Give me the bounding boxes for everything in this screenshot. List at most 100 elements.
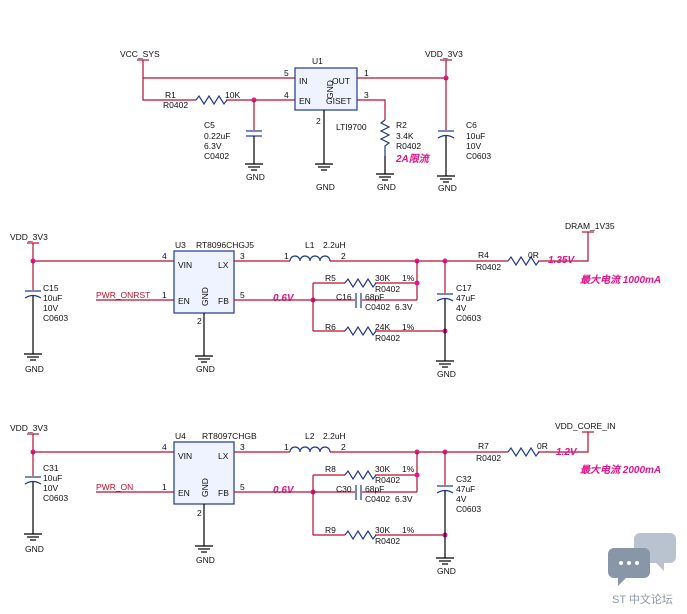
r2-ref: R2: [396, 120, 407, 130]
u4-pin-fb: FB: [218, 488, 229, 498]
u1-pin-en: EN: [299, 96, 311, 106]
inductor-l2: [289, 446, 331, 453]
junction-r5-mid: [414, 280, 420, 286]
chat-dot-2: [627, 561, 631, 565]
u4-pin-vin: VIN: [178, 451, 192, 461]
chat-dot-3: [635, 561, 639, 565]
u3-ref: U3: [175, 240, 186, 250]
fb-voltage-bot: 0.6V: [273, 485, 295, 496]
c32-pkg: C0603: [456, 504, 481, 514]
u1-pin2: 2: [316, 116, 321, 126]
section-buck-core: VDD_3V3 GND C31 10uF 10V C0603 PWR_ON U4…: [10, 421, 661, 576]
c6-value: 10uF: [466, 131, 485, 141]
resistor-r4: [507, 255, 540, 267]
c31-voltage: 10V: [43, 483, 58, 493]
u1-pin4: 4: [284, 90, 289, 100]
c6-voltage: 10V: [466, 141, 481, 151]
r8-tolerance: 1%: [402, 464, 415, 474]
net-label-dram-1v35: DRAM_1V35: [565, 221, 615, 231]
vdd-3v3-port-top: [439, 59, 453, 69]
vdd-3v3-port-bot: [26, 433, 40, 443]
wire-vcc-r1: [142, 68, 196, 101]
l1-pin1: 1: [284, 251, 289, 261]
c17-pkg: C0603: [456, 313, 481, 323]
gnd-label-c6: GND: [438, 183, 457, 193]
c17-value: 47uF: [456, 293, 475, 303]
u1-pin3: 3: [364, 90, 369, 100]
l1-ref: L1: [305, 240, 315, 250]
r5-value: 30K: [375, 273, 390, 283]
wire-r4-out: [538, 240, 589, 262]
gnd-symbol-c6: [436, 169, 456, 183]
u1-pin-gnd: GND: [325, 80, 335, 99]
r9-value: 30K: [375, 525, 390, 535]
gnd-label-c15: GND: [25, 364, 44, 374]
r4-value: 0R: [528, 250, 539, 260]
fb-voltage-mid: 0.6V: [273, 293, 295, 304]
net-label-pwr-onrst: PWR_ONRST: [96, 290, 150, 300]
wire-r7-out: [538, 440, 589, 453]
c15-voltage: 10V: [43, 303, 58, 313]
section-buck-dram: VDD_3V3 GND C15 10uF 10V C0603 PWR_ONRST…: [10, 221, 661, 379]
u1-pin-giset: GISET: [326, 96, 352, 106]
chat-bubble-icon-front: [608, 548, 650, 586]
c15-value: 10uF: [43, 293, 62, 303]
c30-voltage: 6.3V: [395, 494, 413, 504]
u3-pin-gnd: GND: [200, 287, 210, 306]
gnd-symbol-c17: [435, 354, 455, 368]
u1-pin-out: OUT: [332, 76, 350, 86]
gnd-symbol-c31: [23, 527, 43, 541]
c15-ref: C15: [43, 283, 59, 293]
u4-part: RT8097CHGB: [202, 431, 257, 441]
l1-value: 2.2uH: [323, 240, 346, 250]
c31-pkg: C0603: [43, 493, 68, 503]
c32-voltage: 4V: [456, 494, 467, 504]
c32-value: 47uF: [456, 484, 475, 494]
u3-pin2: 2: [197, 316, 202, 326]
c17-plate-bottom: [436, 297, 454, 302]
l2-pin1: 1: [284, 442, 289, 452]
gnd-label-c5: GND: [246, 172, 265, 182]
c15-plate-bottom: [24, 294, 42, 299]
output-voltage-mid: 1.35V: [548, 255, 575, 266]
gnd-symbol-c5: [244, 157, 264, 171]
net-label-vdd-3v3-top: VDD_3V3: [425, 49, 463, 59]
resistor-r9: [344, 529, 377, 541]
u4-ref: U4: [175, 431, 186, 441]
c31-plate-bottom: [24, 480, 42, 485]
u1-pin-in: IN: [299, 76, 308, 86]
u1-pin1: 1: [364, 68, 369, 78]
c5-ref: C5: [204, 120, 215, 130]
u3-pin-vin: VIN: [178, 260, 192, 270]
l2-ref: L2: [305, 431, 315, 441]
c5-value: 0.22uF: [204, 131, 230, 141]
u4-pin5: 5: [240, 482, 245, 492]
r4-ref: R4: [478, 250, 489, 260]
net-label-vdd-core-in: VDD_CORE_IN: [555, 421, 615, 431]
resistor-r6: [344, 325, 377, 337]
u3-pin-en: EN: [178, 296, 190, 306]
c17-voltage: 4V: [456, 303, 467, 313]
u4-pin4: 4: [162, 442, 167, 452]
gnd-label-u3: GND: [196, 364, 215, 374]
chip-u1: [294, 67, 358, 111]
inductor-l1: [289, 255, 331, 262]
r8-pkg: R0402: [375, 475, 400, 485]
u4-pin2: 2: [197, 508, 202, 518]
wire-vin-bot: [32, 442, 174, 453]
r9-ref: R9: [325, 525, 336, 535]
l1-pin2: 2: [341, 251, 346, 261]
r6-value: 24K: [375, 322, 390, 332]
r8-value: 30K: [375, 464, 390, 474]
r7-ref: R7: [478, 441, 489, 451]
r5-tolerance: 1%: [402, 273, 415, 283]
c32-plate-bottom: [436, 489, 454, 494]
u3-pin5: 5: [240, 290, 245, 300]
c16-pkg: C0402: [365, 302, 390, 312]
u4-pin-en: EN: [178, 488, 190, 498]
vdd-core-in-port: [581, 431, 595, 441]
c16-value: 68pF: [365, 292, 384, 302]
r2-value: 3.4K: [396, 131, 414, 141]
chip-u3: [173, 250, 235, 314]
u1-pin5: 5: [284, 68, 289, 78]
